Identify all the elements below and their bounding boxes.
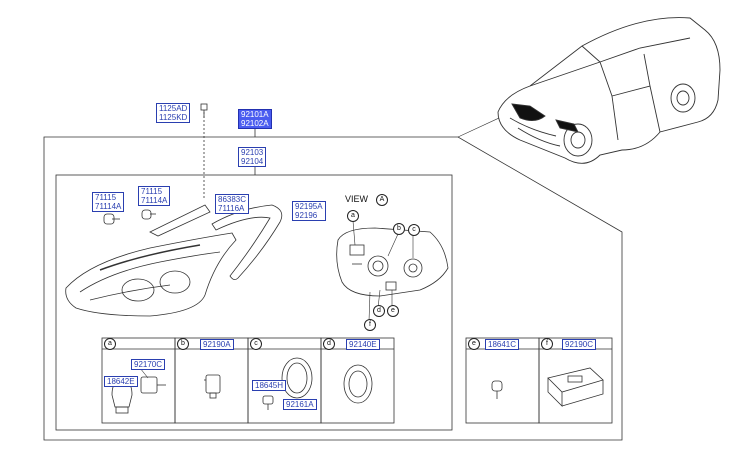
connector-b-icon <box>204 374 221 399</box>
cell-b-letter: b <box>177 338 189 350</box>
cell-c-part-1[interactable]: 18645H <box>252 380 287 391</box>
view-marker-b: b <box>393 223 405 235</box>
assembly-part-2: 92102A <box>241 119 269 128</box>
socket-icon <box>140 376 166 394</box>
cell-d-part-1[interactable]: 92140E <box>346 339 380 350</box>
view-marker-e: e <box>387 305 399 317</box>
bolt-label[interactable]: 1125AD 1125KD <box>156 103 191 123</box>
headlamp-housing-icon <box>65 232 237 317</box>
assembly-label[interactable]: 92101A 92102A <box>238 109 272 129</box>
assembly-part-1: 92101A <box>241 110 269 119</box>
bulb-e-icon <box>491 380 503 399</box>
bolt-part-1: 1125AD <box>159 104 188 113</box>
view-marker-d: d <box>373 305 385 317</box>
housing-part-2: 92104 <box>241 157 264 166</box>
seal-label[interactable]: 92195A 92196 <box>292 201 326 221</box>
bolt-part-2: 1125KD <box>159 113 188 122</box>
view-marker: A <box>376 194 388 206</box>
lamp1-part-2: 71114A <box>95 202 122 211</box>
garnish-part-2: 71116A <box>218 204 245 213</box>
cell-d <box>320 337 395 424</box>
cell-e-letter: e <box>468 338 480 350</box>
cell-d-letter: d <box>323 338 335 350</box>
inner-frame <box>55 174 453 431</box>
cell-b-part-1[interactable]: 92190A <box>200 339 234 350</box>
lamp2-part-1: 71115 <box>141 187 163 196</box>
cell-a-part-2[interactable]: 18642E <box>104 376 138 387</box>
cell-a-letter: a <box>104 338 116 350</box>
small-bulb-1-icon <box>103 213 120 225</box>
cell-e-part-1[interactable]: 18641C <box>485 339 520 350</box>
view-marker-a: a <box>347 210 359 222</box>
garnish-part-1: 86383C <box>218 195 247 204</box>
lamp2-part-2: 71114A <box>141 196 168 205</box>
rear-view-icon <box>336 227 449 297</box>
cell-f-letter: f <box>541 338 553 350</box>
cover-d-icon <box>343 364 373 404</box>
ring-c-icon <box>281 357 313 399</box>
seal-part-2: 92196 <box>295 211 318 220</box>
housing-label[interactable]: 92103 92104 <box>238 147 267 167</box>
outer-frame <box>43 136 623 441</box>
cell-f <box>538 337 613 424</box>
small-bulb-2-icon <box>141 209 156 220</box>
housing-part-1: 92103 <box>241 148 264 157</box>
cell-c-letter: c <box>250 338 262 350</box>
lamp2-label[interactable]: 71115 71114A <box>138 186 171 206</box>
car-icon <box>497 17 721 164</box>
view-marker-c: c <box>408 224 420 236</box>
garnish-label[interactable]: 86383C 71116A <box>215 194 250 214</box>
cell-a-part-1[interactable]: 92170C <box>131 359 166 370</box>
seal-strip-icon <box>211 204 283 280</box>
cell-c-part-2[interactable]: 92161A <box>283 399 317 410</box>
seal-part-1: 92195A <box>295 202 323 211</box>
bolt-icon <box>200 103 208 118</box>
view-label: VIEW <box>345 194 369 204</box>
lamp1-part-1: 71115 <box>95 193 117 202</box>
bulb-c-icon <box>262 395 274 410</box>
cell-f-part-1[interactable]: 92190C <box>562 339 597 350</box>
lamp1-label[interactable]: 71115 71114A <box>92 192 125 212</box>
cell-e <box>465 337 540 424</box>
ballast-f-icon <box>547 367 604 407</box>
view-marker-f: f <box>364 319 376 331</box>
garnish-icon <box>149 204 211 237</box>
